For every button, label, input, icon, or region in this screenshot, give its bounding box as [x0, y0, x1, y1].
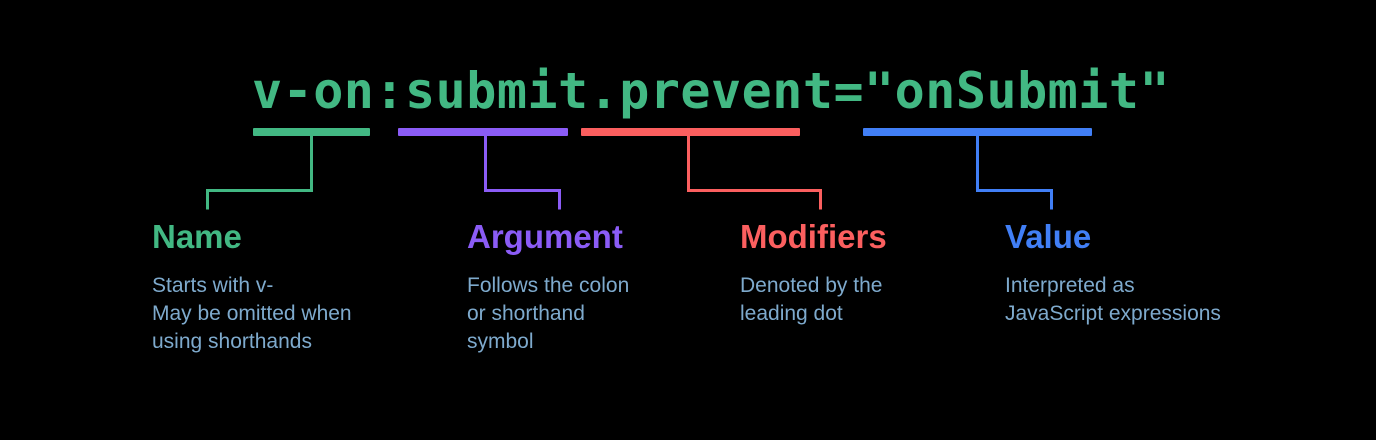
legend-description-line: using shorthands: [152, 330, 312, 353]
underline-bar-modifiers: [581, 128, 800, 136]
directive-code-expression: v-on:submit.prevent="onSubmit": [252, 62, 1171, 120]
connector-line-argument: [484, 132, 561, 210]
legend-description-line: JavaScript expressions: [1005, 302, 1221, 325]
legend-description-line: Starts with v-: [152, 274, 274, 297]
legend-description-line: Follows the colon: [467, 274, 630, 297]
legend-description-argument: Follows the colon or shorthand symbol: [467, 272, 727, 356]
underline-bar-argument: [398, 128, 568, 136]
legend-title-value: Value: [1005, 218, 1092, 255]
connector-line-value: [976, 132, 1053, 210]
legend-description-name: Starts with v- May be omitted when using…: [152, 272, 452, 356]
legend-title-argument: Argument: [467, 218, 623, 255]
underline-bar-name: [253, 128, 370, 136]
legend-description-line: May be omitted when: [152, 302, 352, 325]
legend-column-value: Value Interpreted as JavaScript expressi…: [1005, 218, 1335, 328]
legend-column-modifiers: Modifiers Denoted by the leading dot: [740, 218, 990, 328]
legend-column-name: Name Starts with v- May be omitted when …: [152, 218, 452, 356]
underline-bar-value: [863, 128, 1092, 136]
legend-description-modifiers: Denoted by the leading dot: [740, 272, 990, 328]
legend-description-line: Interpreted as: [1005, 274, 1135, 297]
legend-title-name: Name: [152, 218, 242, 255]
legend-description-value: Interpreted as JavaScript expressions: [1005, 272, 1335, 328]
legend-description-line: Denoted by the: [740, 274, 883, 297]
legend-description-line: or shorthand: [467, 302, 585, 325]
legend-description-line: leading dot: [740, 302, 843, 325]
connector-line-modifiers: [687, 132, 822, 210]
connector-line-name: [206, 132, 313, 210]
legend-column-argument: Argument Follows the colon or shorthand …: [467, 218, 727, 356]
legend-description-line: symbol: [467, 330, 534, 353]
legend-title-modifiers: Modifiers: [740, 218, 887, 255]
